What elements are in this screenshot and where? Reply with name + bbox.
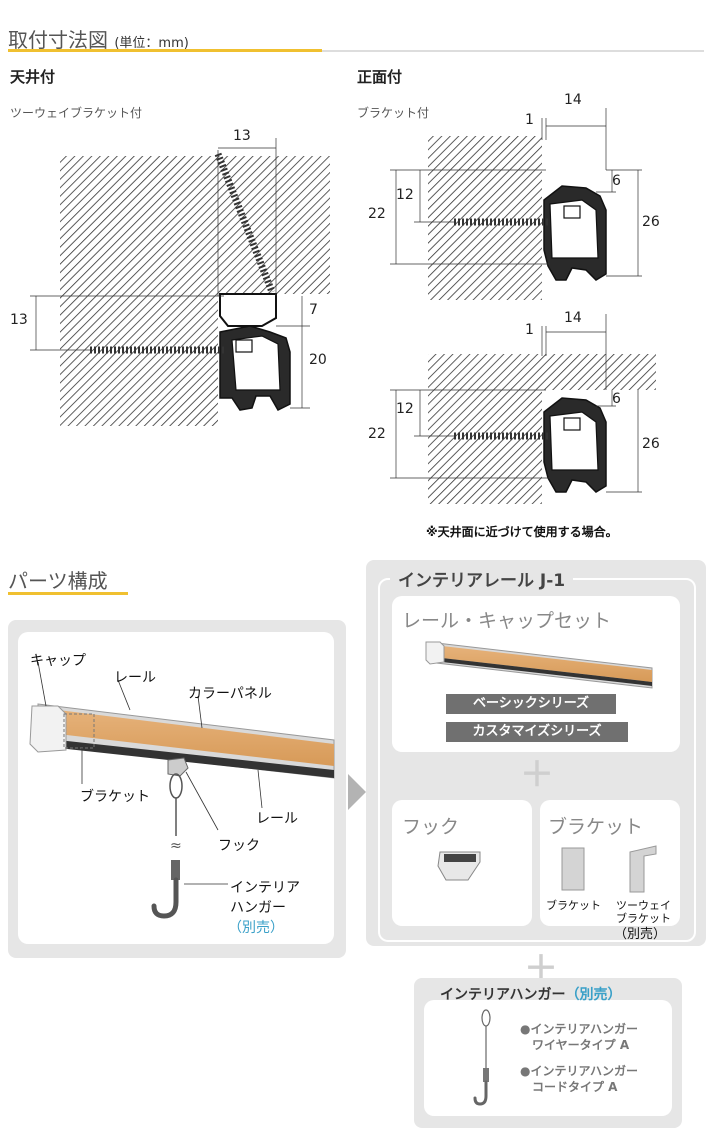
two-way-bracket-label-line2: ブラケット [616, 912, 671, 925]
series-tag-basic: ベーシックシリーズ [446, 694, 616, 714]
bracket-parts-icon [561, 845, 657, 893]
overview-color-panel [58, 710, 334, 766]
dims-section-title: 取付寸法図 (単位：mm) [8, 24, 189, 53]
dims-title-text: 取付寸法図 [8, 28, 108, 52]
label-bracket: ブラケット [80, 789, 150, 805]
front-dim-26-a: 26 [642, 214, 660, 230]
label-hook: フック [218, 838, 260, 854]
front-dim-6-a: 6 [612, 173, 621, 189]
hook-part-icon [437, 851, 481, 881]
ceiling-mount-heading: 天井付 [10, 68, 56, 86]
kit-title: インテリアレール J-1 [390, 566, 574, 591]
hanger-item2-line1: ●インテリアハンガー [520, 1064, 638, 1078]
parts-title-underline [8, 592, 128, 595]
label-hanger-line1: インテリア [230, 880, 300, 896]
hanger-item2-line2: コードタイプ A [532, 1080, 618, 1094]
front-ceiling-hatch-b [542, 354, 656, 390]
front-dim-22-b: 22 [368, 426, 386, 442]
arrow-right-icon [348, 774, 366, 810]
ceiling-dim-20: 20 [309, 352, 327, 368]
dims-unit-text: (単位：mm) [114, 36, 189, 51]
hanger-title-sold: （別売） [565, 987, 622, 1003]
dims-divider-accent [8, 49, 322, 52]
bracket-card-title: ブラケット [548, 816, 644, 838]
label-color-panel: カラーパネル [188, 686, 272, 702]
front-dim-6-b: 6 [612, 391, 621, 407]
wall-hatch [60, 294, 218, 426]
rail-cap-set-title: レール・キャップセット [402, 610, 612, 632]
front-wall-hatch-b [428, 354, 542, 504]
label-rail-top: レール [114, 670, 156, 686]
two-way-bracket [219, 293, 277, 327]
label-cap: キャップ [30, 653, 86, 669]
dims-divider [8, 50, 704, 52]
hanger-panel [414, 978, 682, 1128]
parts-overview-illustration: ≈ [29, 661, 335, 919]
plus-icon-kit: ＋ [520, 755, 554, 795]
ceiling-dim-13-left: 13 [10, 312, 28, 328]
two-way-bracket-sold: （別売） [614, 927, 667, 942]
label-hanger-line2: ハンガー [230, 900, 286, 916]
front-dim-14-a: 14 [564, 92, 582, 108]
parts-overview-panel [8, 620, 346, 958]
overview-hook [167, 757, 189, 777]
overview-cap [29, 705, 67, 753]
hanger-item1-line2: ワイヤータイプ A [532, 1038, 630, 1052]
ceiling-screw [214, 152, 276, 294]
hook-card-title: フック [402, 816, 460, 838]
parts-section-title: パーツ構成 [8, 569, 108, 593]
bracket-item-label: ブラケット [546, 899, 601, 912]
overview-hanger-hook [151, 877, 179, 919]
ceiling-dim-13-top: 13 [233, 128, 251, 144]
overview-bracket [63, 713, 95, 749]
hanger-item1-line1: ●インテリアハンガー [520, 1022, 638, 1036]
front-dim-12-b: 12 [396, 401, 414, 417]
front-mount-heading: 正面付 [357, 68, 403, 86]
hanger-title: インテリアハンガー（別売） [440, 984, 621, 1004]
hanger-title-text: インテリアハンガー [440, 987, 566, 1003]
front-dim-22-a: 22 [368, 206, 386, 222]
hanger-card [424, 1000, 672, 1116]
front-dim-1-a: 1 [525, 112, 534, 128]
series-tag-customize: カスタマイズシリーズ [446, 722, 628, 742]
hanger-illustration [473, 1009, 491, 1106]
front-mount-note: ※天井面に近づけて使用する場合。 [426, 525, 618, 539]
front-dim-12-a: 12 [396, 187, 414, 203]
svg-text:≈: ≈ [170, 838, 182, 854]
front-wall-hatch-a [428, 136, 542, 300]
front-mount-diagram [390, 108, 656, 504]
ceiling-dim-7: 7 [309, 302, 318, 318]
rail-cap-set-illustration [425, 641, 653, 689]
ceiling-hatch [60, 156, 330, 294]
two-way-bracket-label-line1: ツーウェイ [616, 899, 671, 912]
ceiling-mount-diagram [30, 138, 330, 426]
front-dim-1-b: 1 [525, 322, 534, 338]
label-rail-bottom: レール [256, 811, 298, 827]
label-sold-separately: （別売） [228, 920, 284, 936]
front-dim-26-b: 26 [642, 436, 660, 452]
ceiling-mount-subheading: ツーウェイブラケット付 [10, 106, 143, 120]
front-dim-14-b: 14 [564, 310, 582, 326]
front-mount-subheading: ブラケット付 [357, 106, 430, 120]
